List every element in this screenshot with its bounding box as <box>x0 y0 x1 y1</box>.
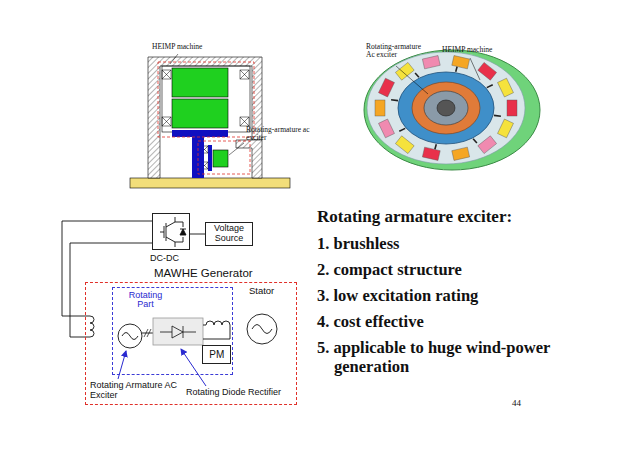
magnet-block <box>478 62 497 80</box>
ac-exciter-symbol <box>118 324 142 348</box>
stator-symbol <box>244 311 280 347</box>
node-label: MAWHE Generator <box>154 267 253 280</box>
sine-wave <box>122 333 138 340</box>
leader-line <box>396 66 428 94</box>
transistor-symbol <box>160 217 183 247</box>
field-coil <box>90 316 94 337</box>
list-item: 3. low excitation rating <box>317 287 478 306</box>
magnet-block <box>507 100 517 116</box>
part-label: Rotating-armature Ac exciter <box>366 43 430 60</box>
list-item: 2. compact structure <box>317 261 462 280</box>
hub <box>424 91 468 125</box>
bearing-symbol <box>240 117 249 126</box>
spoke <box>391 99 398 102</box>
cross-section-drawing <box>130 54 290 188</box>
magnet-block <box>395 62 414 80</box>
list-heading: Rotating armature exciter: <box>317 207 512 227</box>
magnet-block <box>379 78 395 97</box>
wire <box>203 325 230 339</box>
stator-face <box>367 52 525 164</box>
exciter-ring <box>412 82 480 134</box>
magnet-block <box>422 147 440 160</box>
frame-ring <box>364 50 540 170</box>
wire <box>142 333 153 334</box>
magnet-block <box>375 100 385 116</box>
housing-wall <box>236 140 262 178</box>
spoke <box>399 128 405 131</box>
stator-group: Stator <box>243 286 281 348</box>
rotor-block <box>172 68 228 97</box>
part-label: Rotating Armature AC Exciter <box>90 381 178 401</box>
magnet-blocks <box>375 56 517 161</box>
magnet-block <box>498 78 514 97</box>
exciter-block <box>213 150 228 167</box>
leader-line <box>229 143 244 155</box>
housing-wall <box>148 57 262 178</box>
magnet-block <box>395 136 414 154</box>
voltage-source-box: Voltage Source <box>205 222 253 246</box>
spoke <box>473 139 477 143</box>
spoke <box>487 85 493 88</box>
transistor-symbol <box>153 214 189 249</box>
list-item: 5. applicable to huge wind-power generat… <box>317 339 566 377</box>
magnet-block <box>498 119 514 138</box>
node-label: Stator <box>237 286 287 296</box>
magnet-block <box>422 56 440 69</box>
shaft <box>208 145 212 171</box>
converter-box: DC-DC <box>152 213 190 250</box>
wire-connector <box>190 234 205 235</box>
bearing-symbol <box>240 117 249 126</box>
rotating-part-boundary: Rotating PartPM <box>112 287 233 375</box>
magnet-block <box>452 147 470 160</box>
node-label: DC-DC <box>150 254 179 264</box>
transistor-symbol <box>180 229 186 235</box>
bearing-symbol <box>162 117 171 126</box>
rotor-coil <box>206 321 230 325</box>
phase-marks <box>144 329 151 337</box>
bearing-symbol <box>162 70 171 79</box>
shaft-end <box>437 100 455 116</box>
node-label: PM <box>209 349 224 360</box>
leader-line <box>470 58 480 80</box>
list-item: 1. brushless <box>317 235 400 254</box>
rectifier-box <box>153 318 203 345</box>
bearing-symbol <box>162 70 249 169</box>
boundary-dashed <box>158 62 254 137</box>
bearing-symbol <box>240 70 249 79</box>
spoke <box>456 67 457 72</box>
part-label: HEIMP machine <box>152 43 202 51</box>
spoke <box>415 73 419 77</box>
bearing-symbol <box>162 70 171 79</box>
part-label: HEIMP machine <box>442 46 492 54</box>
list-item: 4. cost effective <box>317 313 424 332</box>
spoke <box>435 144 436 149</box>
magnet-block <box>478 136 497 154</box>
leader-line <box>170 54 178 64</box>
shaft <box>172 130 228 137</box>
sine-wave <box>252 324 272 333</box>
rotor-ring <box>398 72 494 144</box>
bearing-symbol <box>162 117 171 126</box>
boundary-dashed <box>198 141 250 174</box>
permanent-magnet-box: PM <box>202 345 231 364</box>
base-plate <box>130 178 290 188</box>
machine-rendering <box>364 50 540 170</box>
transistor-symbol <box>160 217 186 247</box>
callout-arrow <box>118 351 126 379</box>
diode-symbol <box>160 326 196 338</box>
part-label: Rotating-armature ac exciter <box>246 126 310 143</box>
bearing-symbol <box>240 70 249 79</box>
rotor-block <box>172 99 228 128</box>
part-label: Rotating Diode Rectifier <box>186 388 281 398</box>
stator-symbol <box>247 314 277 344</box>
page-number: 44 <box>512 398 521 408</box>
spoke <box>494 115 501 118</box>
node-label: Voltage Source <box>208 224 250 244</box>
magnet-block <box>452 56 470 69</box>
node-label: Rotating Part <box>123 291 169 311</box>
magnet-block <box>379 119 395 138</box>
machine-outline <box>162 66 250 132</box>
